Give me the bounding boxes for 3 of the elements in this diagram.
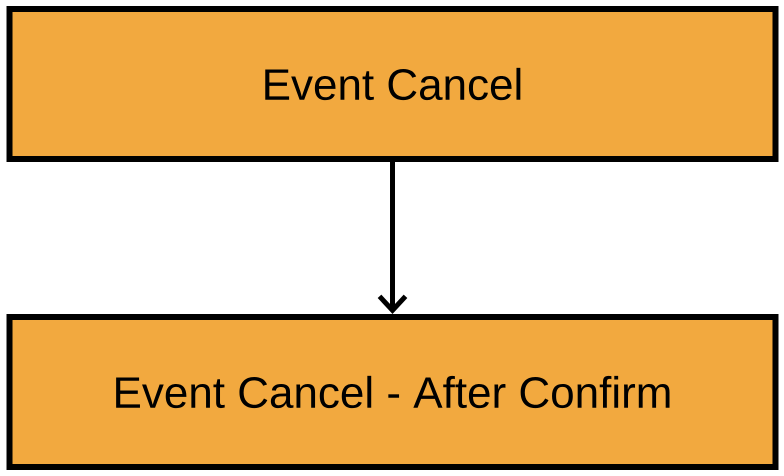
process-box: Event Cancel - After Confirm — [6, 314, 778, 470]
arrow — [378, 162, 408, 314]
process-box: Event Cancel — [6, 6, 778, 162]
